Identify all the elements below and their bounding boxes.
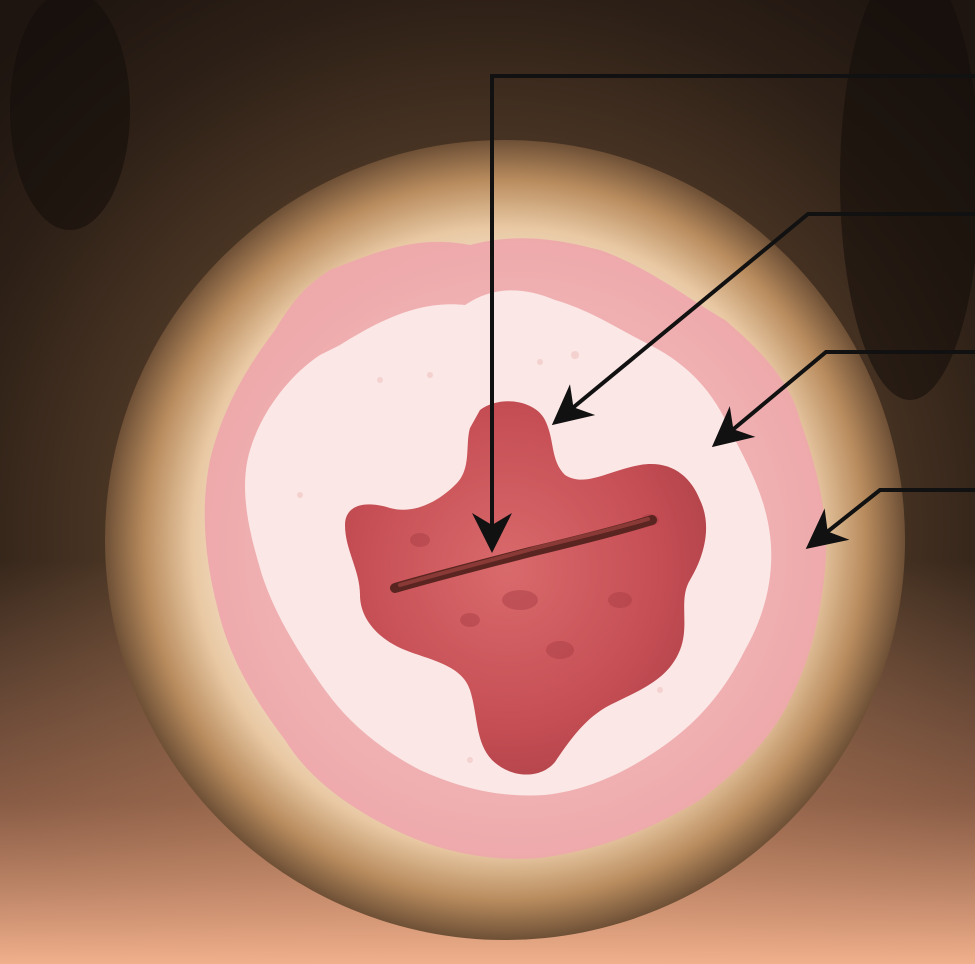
dark-shadow-left	[10, 0, 130, 230]
